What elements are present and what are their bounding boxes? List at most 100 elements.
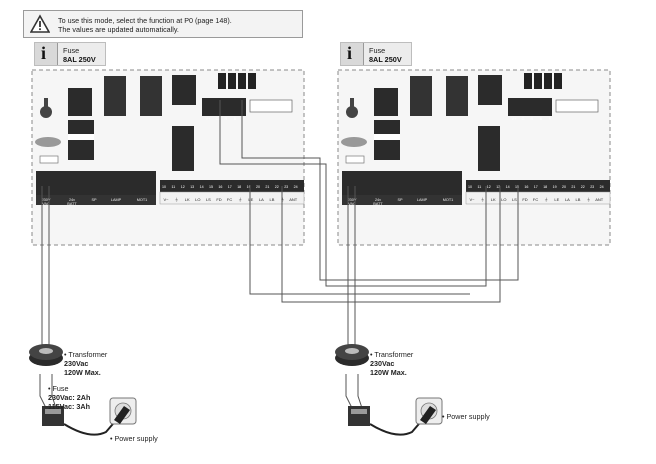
terminal-number: 19: [553, 185, 557, 189]
connector-label: B: [234, 116, 237, 121]
connector-label: V+: [205, 116, 211, 121]
connector-label: B: [540, 116, 543, 121]
terminal-number: 17: [228, 185, 232, 189]
terminal-label: VAC: [348, 202, 356, 206]
transformer-name: • Transformer: [64, 350, 108, 359]
terminal-number: 23: [284, 185, 288, 189]
terminal-label: SP: [397, 198, 403, 202]
terminal-label: 24v: [375, 198, 381, 202]
fuse-info-left: i Fuse 8AL 250V: [34, 42, 106, 66]
terminal-number: 24: [294, 185, 298, 189]
connector-label: G: [521, 116, 524, 121]
terminal-label: ANT: [595, 197, 604, 202]
interconnect-wires: [219, 100, 519, 303]
terminal-number: 14: [506, 185, 510, 189]
warning-triangle-icon: [30, 14, 50, 33]
terminal-number: 16: [218, 185, 222, 189]
transformer-left: [29, 344, 63, 366]
terminal-label: ⏚: [481, 196, 485, 202]
terminal-label: LS: [512, 197, 517, 202]
terminal-number: 21: [265, 185, 269, 189]
terminal-label: LAMP: [417, 198, 428, 202]
info-icon: i: [35, 43, 58, 65]
terminal-label: BATT: [67, 202, 77, 206]
transformer-voltage: 230Vac: [64, 359, 89, 368]
terminal-label: LO: [501, 197, 506, 202]
fuse-holder-left: [42, 406, 64, 426]
transformer-label-right: • Transformer 230Vac 120W Max.: [370, 350, 413, 377]
terminal-label: 230V: [348, 198, 357, 202]
terminal-number: 22: [275, 185, 279, 189]
power-wiring-left: [39, 186, 119, 436]
terminal-label: LE: [554, 197, 559, 202]
terminal-label: ANT: [289, 197, 298, 202]
terminal-label: LA: [565, 197, 570, 202]
fuse-spec-left: • Fuse 230Vac: 2Ah 115Vac: 3Ah: [48, 384, 90, 411]
terminal-label: ⏚: [238, 196, 242, 202]
connector-label: R: [531, 116, 534, 121]
terminal-label: MOT1: [137, 198, 148, 202]
terminal-label: 230V: [42, 198, 51, 202]
terminal-number: 17: [534, 185, 538, 189]
connector-label: V+: [511, 116, 517, 121]
transformer-label-left: • Transformer 230Vac 120W Max.: [64, 350, 107, 377]
terminal-label: ⏚: [544, 196, 548, 202]
connector-label: Y: [549, 116, 552, 121]
power-supply-label-left: • Power supply: [110, 434, 158, 443]
fuse-rating: 8AL 250V: [369, 55, 402, 64]
power-socket-right: [415, 397, 443, 425]
terminal-label: LK: [491, 197, 496, 202]
fuse-info-right: i Fuse 8AL 250V: [340, 42, 412, 66]
power-wiring-right: [345, 186, 425, 436]
terminal-label: FC: [227, 197, 232, 202]
terminal-number: 15: [515, 185, 519, 189]
terminal-label: VAC: [42, 202, 50, 206]
note-line-2: The values are updated automatically.: [58, 25, 179, 34]
fuse-holder-right: [348, 406, 370, 426]
fuse-rating: 8AL 250V: [63, 55, 96, 64]
terminal-number: 13: [496, 185, 500, 189]
fuse-title: Fuse: [369, 46, 386, 55]
info-icon: i: [341, 43, 364, 65]
transformer-voltage: 230Vac: [370, 359, 395, 368]
terminal-label: LK: [185, 197, 190, 202]
connector-label: G: [215, 116, 218, 121]
terminal-label: SP: [91, 198, 97, 202]
terminal-number: 10: [162, 185, 166, 189]
transformer-max: 120W Max.: [370, 368, 407, 377]
terminal-label: LB: [576, 197, 581, 202]
terminal-number: 21: [571, 185, 575, 189]
usage-note: To use this mode, select the function at…: [23, 10, 303, 38]
terminal-number: 23: [590, 185, 594, 189]
terminal-number: 14: [200, 185, 204, 189]
fuse-spec-line-2: 115Vac: 3Ah: [48, 402, 90, 411]
terminal-number: 12: [181, 185, 185, 189]
fuse-spec-name: • Fuse: [48, 384, 69, 393]
terminal-label: LS: [206, 197, 211, 202]
terminal-label: LE: [248, 197, 253, 202]
terminal-label: FD: [216, 197, 221, 202]
terminal-number: 15: [209, 185, 213, 189]
terminal-number: 24: [600, 185, 604, 189]
terminal-label: LAMP: [111, 198, 122, 202]
terminal-label: LA: [259, 197, 264, 202]
terminal-label: ⏚: [281, 196, 285, 202]
connector-label: R: [225, 116, 228, 121]
terminal-number: 20: [256, 185, 260, 189]
transformer-max: 120W Max.: [64, 368, 101, 377]
terminal-number: 19: [247, 185, 251, 189]
terminal-label: 24v: [69, 198, 75, 202]
terminal-number: 16: [524, 185, 528, 189]
terminal-label: LB: [270, 197, 275, 202]
terminal-number: 18: [237, 185, 241, 189]
connector-label: Y: [243, 116, 246, 121]
terminal-number: 11: [478, 185, 482, 189]
terminal-label: FD: [522, 197, 527, 202]
transformer-right: [335, 344, 369, 366]
power-supply-label-right: • Power supply: [442, 412, 490, 421]
fuse-title: Fuse: [63, 46, 80, 55]
terminal-label: V~: [163, 197, 169, 202]
